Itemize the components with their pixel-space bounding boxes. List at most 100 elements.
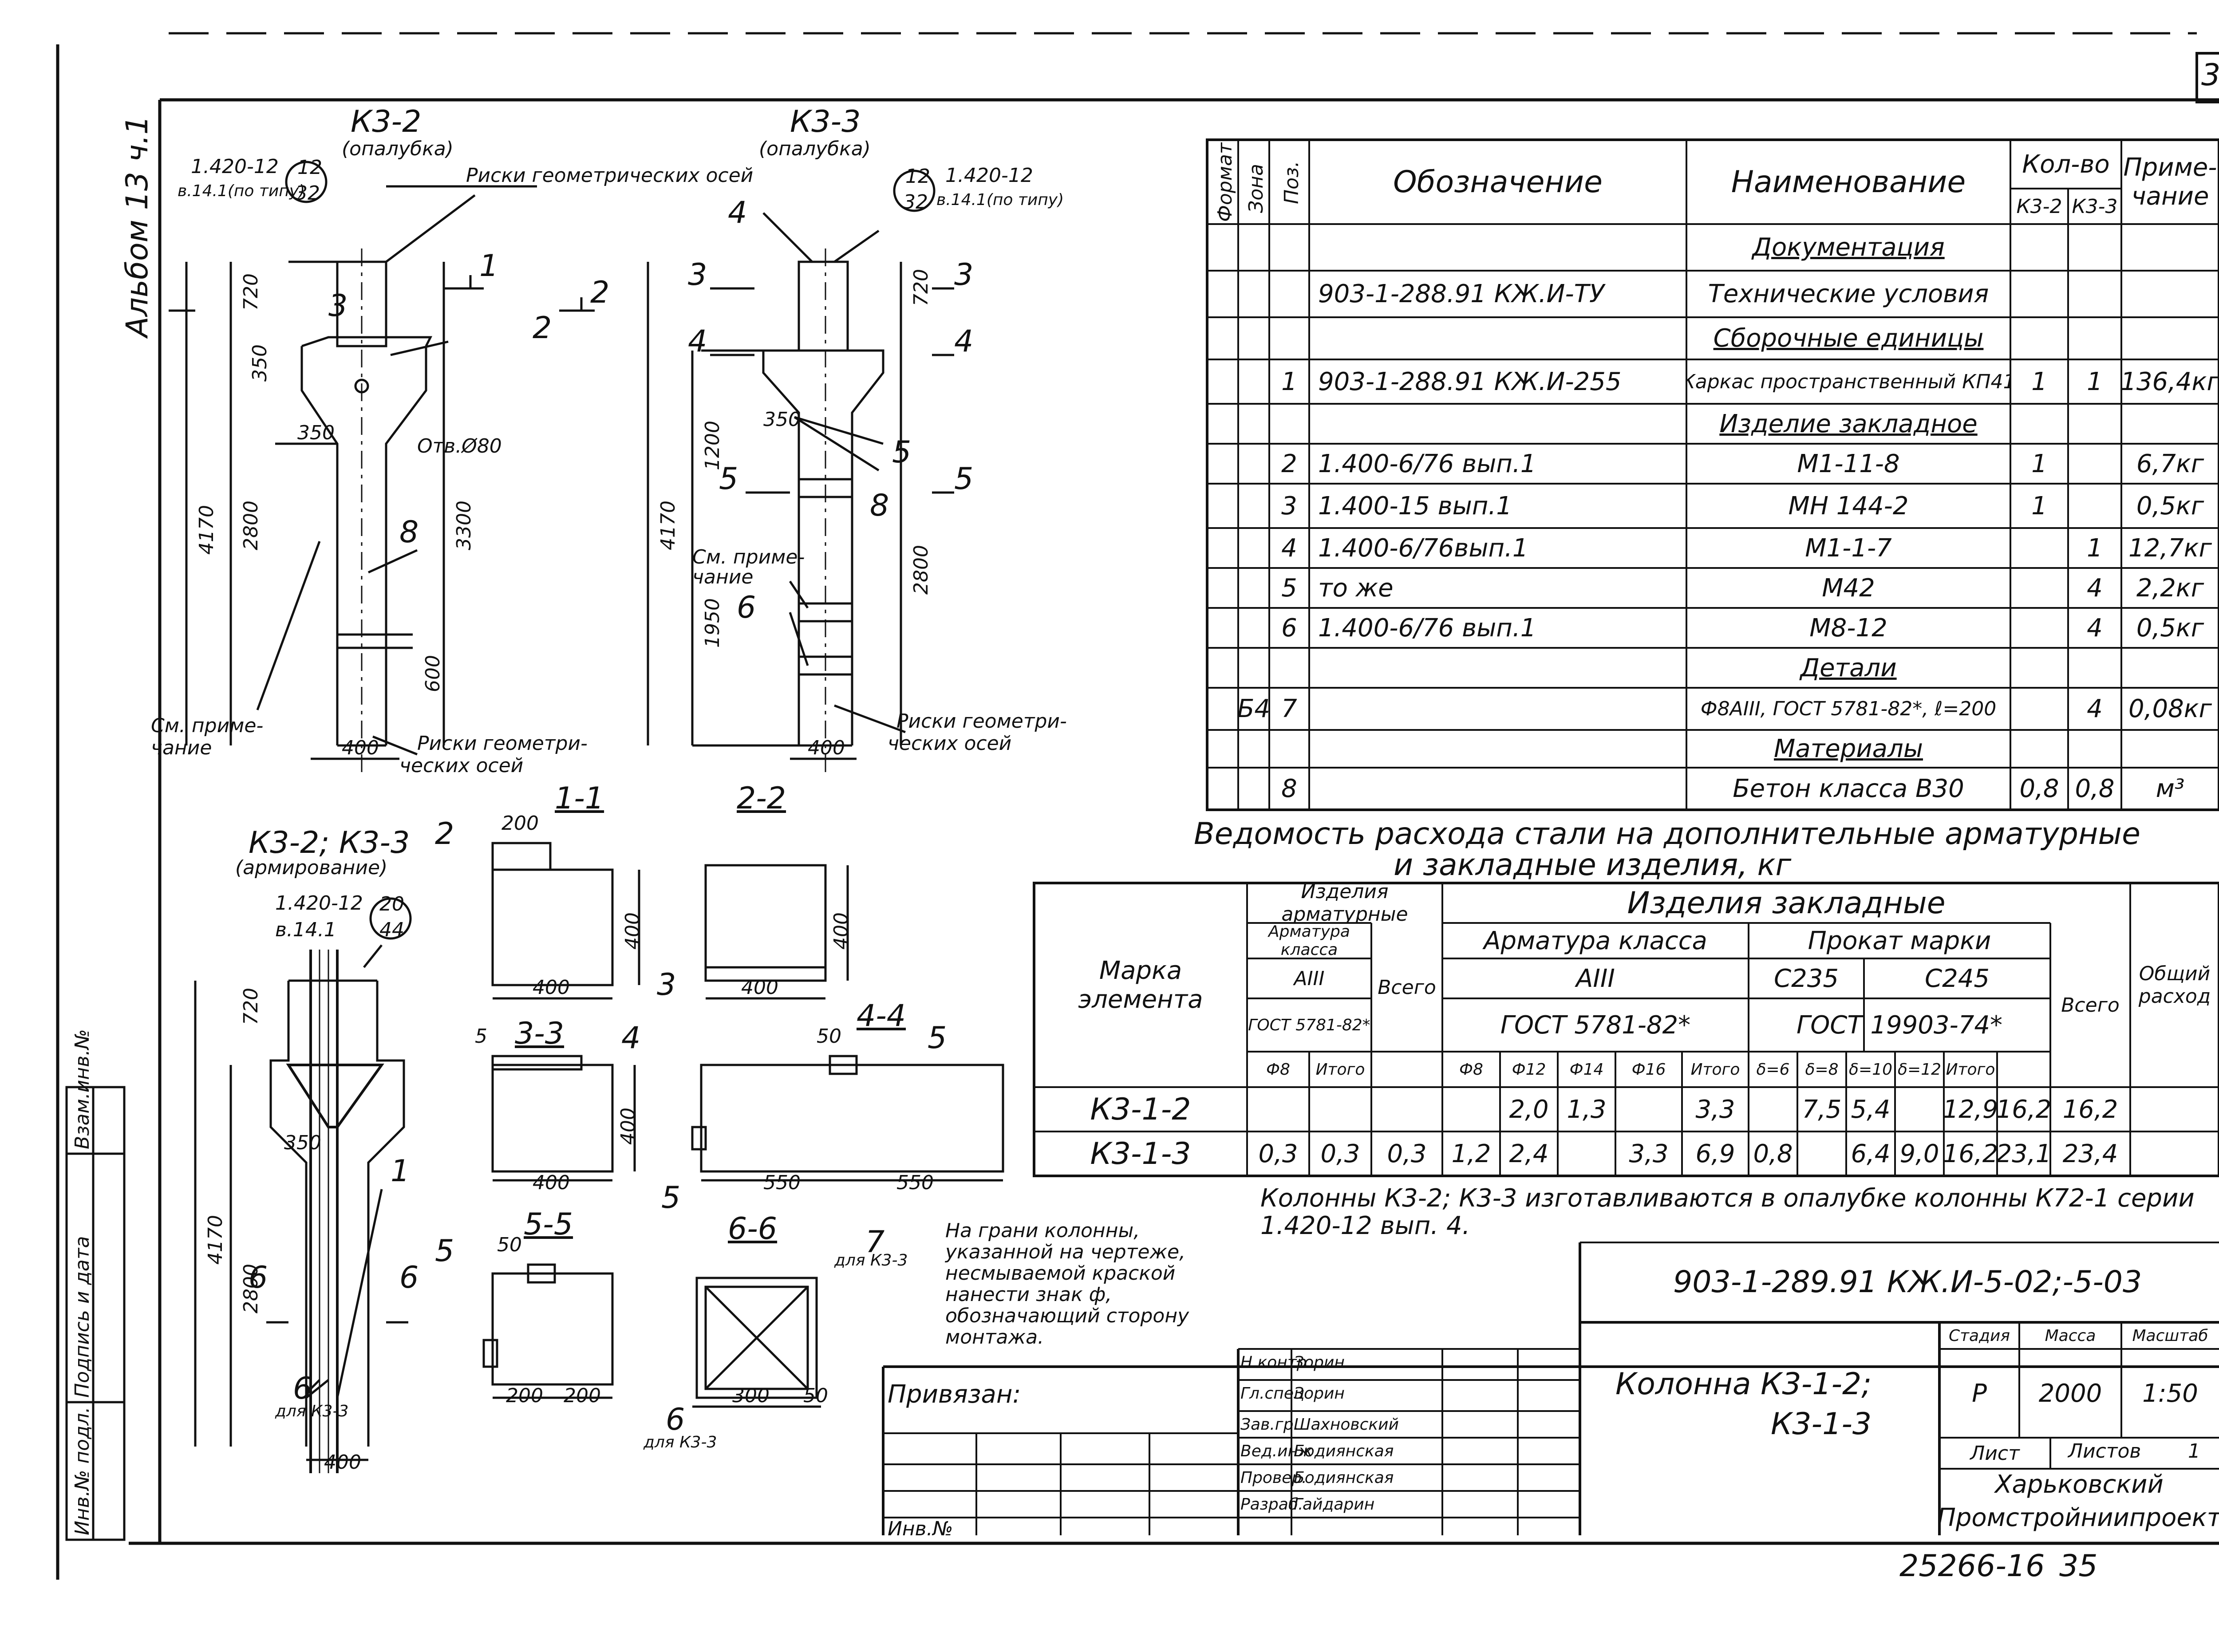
k32-axis-marks-bottom-2: ческих осей	[399, 754, 524, 777]
spec-note: 6,7кг	[2136, 449, 2204, 478]
spec-qty-k33: 4	[2087, 694, 2103, 723]
spec-pos	[1269, 224, 1309, 271]
tb-person: Бодиянская	[1294, 1442, 1394, 1460]
spec-designation: 1.400-6/76 вып.1	[1318, 613, 1536, 643]
steel-head-rolled: Прокат марки	[1808, 926, 1991, 955]
spec-qty-k33	[2068, 317, 2121, 359]
spec-designation	[1309, 224, 1686, 271]
spec-name: Материалы	[1774, 734, 1923, 763]
spec-zone	[1238, 568, 1269, 608]
steel-subcol: δ=10	[1849, 1060, 1892, 1079]
steel-title-1: Ведомость расхода стали на дополнительны…	[1194, 816, 2140, 852]
tb-inv: Инв.№	[888, 1518, 953, 1540]
spec-head-note: Приме-чание	[2123, 153, 2217, 211]
spec-note: 12,7кг	[2128, 533, 2212, 563]
k32-pos-3: 3	[328, 288, 348, 323]
tb-mass-head: Масса	[2045, 1326, 2096, 1345]
steel-cell	[1558, 1132, 1615, 1176]
k33-dim-720: 720	[910, 269, 932, 306]
steel-row-mark: К3-1-3	[1090, 1136, 1191, 1171]
s11-width: 400	[533, 976, 570, 999]
spec-qty-k32	[2010, 608, 2068, 648]
k33-dim-400: 400	[808, 737, 845, 759]
tb-person: Шахновский	[1294, 1415, 1399, 1434]
spec-pos	[1269, 730, 1309, 768]
k33-dim-4170: 4170	[657, 501, 679, 550]
side-stamp-sign: Подпись и дата	[71, 1236, 94, 1398]
k32-ref-circle-top: 12	[297, 156, 322, 179]
s44-dim-a: 550	[763, 1171, 801, 1194]
steel-title-2: и закладные изделия, кг	[1394, 848, 1792, 883]
spec-designation: 903-1-288.91 КЖ.И-ТУ	[1318, 280, 1604, 308]
s55-pos-5: 5	[435, 1234, 454, 1269]
steel-cell	[1749, 1087, 1797, 1132]
s66-dim-a: 300	[732, 1384, 770, 1407]
spec-name: М8-12	[1809, 613, 1887, 643]
sheet-number: 34	[2201, 58, 2219, 93]
s44-pos-5: 5	[928, 1021, 947, 1056]
spec-name: Изделие закладное	[1719, 409, 1978, 438]
spec-qty-k32	[2010, 688, 2068, 730]
spec-name: Детали	[1800, 653, 1897, 682]
spec-designation	[1309, 688, 1686, 730]
k32-axis-marks: Риски геометрических осей	[466, 164, 754, 187]
tb-scale-head: Масштаб	[2132, 1326, 2208, 1345]
tb-role: Зав.гр.	[1240, 1415, 1299, 1434]
spec-name: Бетон класса В30	[1733, 774, 1964, 803]
s33-pos-5: 5	[475, 1025, 487, 1048]
spec-note: 2,2кг	[2136, 573, 2204, 603]
k32-ref-circle-bottom: 32	[295, 182, 320, 205]
steel-head-embed: Изделия закладные	[1627, 885, 1946, 921]
spec-zone	[1238, 444, 1269, 484]
steel-head-gost-short: ГОСТ 5781-82*	[1248, 1016, 1370, 1034]
k32-section-mark-1: 1	[479, 248, 499, 284]
steel-subcol: Ф14	[1569, 1060, 1604, 1079]
steel-row-mark: К3-1-2	[1090, 1092, 1191, 1127]
spec-qty-k32: 1	[2031, 491, 2047, 520]
spec-qty-k33: 1	[2087, 533, 2103, 563]
tb-bound: Привязан:	[888, 1380, 1021, 1409]
steel-subcol: Итого	[1315, 1060, 1365, 1079]
k33-pos-4: 4	[728, 195, 747, 230]
k33-ref-issue: в.14.1(по типу)	[936, 191, 1064, 209]
steel-subcol: δ=6	[1756, 1060, 1790, 1079]
s55-dim-c: 50	[497, 1234, 522, 1256]
spec-head-qty-k33: К3-3	[2072, 195, 2118, 218]
arm-subtitle: (армирование)	[235, 856, 388, 879]
spec-note: 0,5кг	[2136, 491, 2204, 520]
spec-designation: 1.400-6/76 вып.1	[1318, 449, 1536, 478]
spec-head-qty: Кол-во	[2022, 150, 2110, 179]
steel-cell: 6,4	[1851, 1139, 1891, 1168]
spec-zone	[1238, 648, 1269, 688]
steel-subcol: Ф8	[1459, 1060, 1483, 1079]
steel-cell	[1309, 1087, 1371, 1132]
spec-zone	[1238, 404, 1269, 444]
k32-dim-3300: 3300	[453, 501, 475, 550]
s55-dim-b: 200	[564, 1384, 601, 1407]
spec-note	[2121, 224, 2219, 271]
spec-note	[2121, 730, 2219, 768]
k32-dim-400: 400	[342, 737, 379, 759]
spec-head-designation: Обозначение	[1393, 164, 1603, 200]
spec-qty-k32: 0,8	[2019, 774, 2059, 803]
steel-cell: 3,3	[1629, 1139, 1669, 1168]
section-4-4: 4-4	[857, 998, 906, 1033]
spec-zone	[1238, 730, 1269, 768]
spec-designation	[1309, 730, 1686, 768]
spec-note: 0,5кг	[2136, 613, 2204, 643]
steel-cell: 2,0	[1509, 1095, 1549, 1124]
tb-mass: 2000	[2038, 1379, 2102, 1408]
spec-zone	[1238, 608, 1269, 648]
steel-cell: 1,3	[1567, 1095, 1607, 1124]
spec-designation: 1.400-15 вып.1	[1318, 491, 1512, 520]
arm-for-k33: для К3-3	[275, 1402, 349, 1420]
side-stamp-inv: Инв.№ подл.	[71, 1407, 94, 1535]
spec-name: М42	[1822, 573, 1875, 603]
steel-cell: 23,4	[2062, 1139, 2118, 1168]
spec-qty-k33	[2068, 730, 2121, 768]
steel-cell	[1371, 1087, 1442, 1132]
k33-pos-5: 5	[892, 435, 912, 470]
steel-cell: 23,1	[1997, 1139, 2050, 1168]
spec-name: Ф8AIII, ГОСТ 5781-82*, ℓ=200	[1700, 698, 1997, 720]
s55-dim-a: 200	[506, 1384, 543, 1407]
